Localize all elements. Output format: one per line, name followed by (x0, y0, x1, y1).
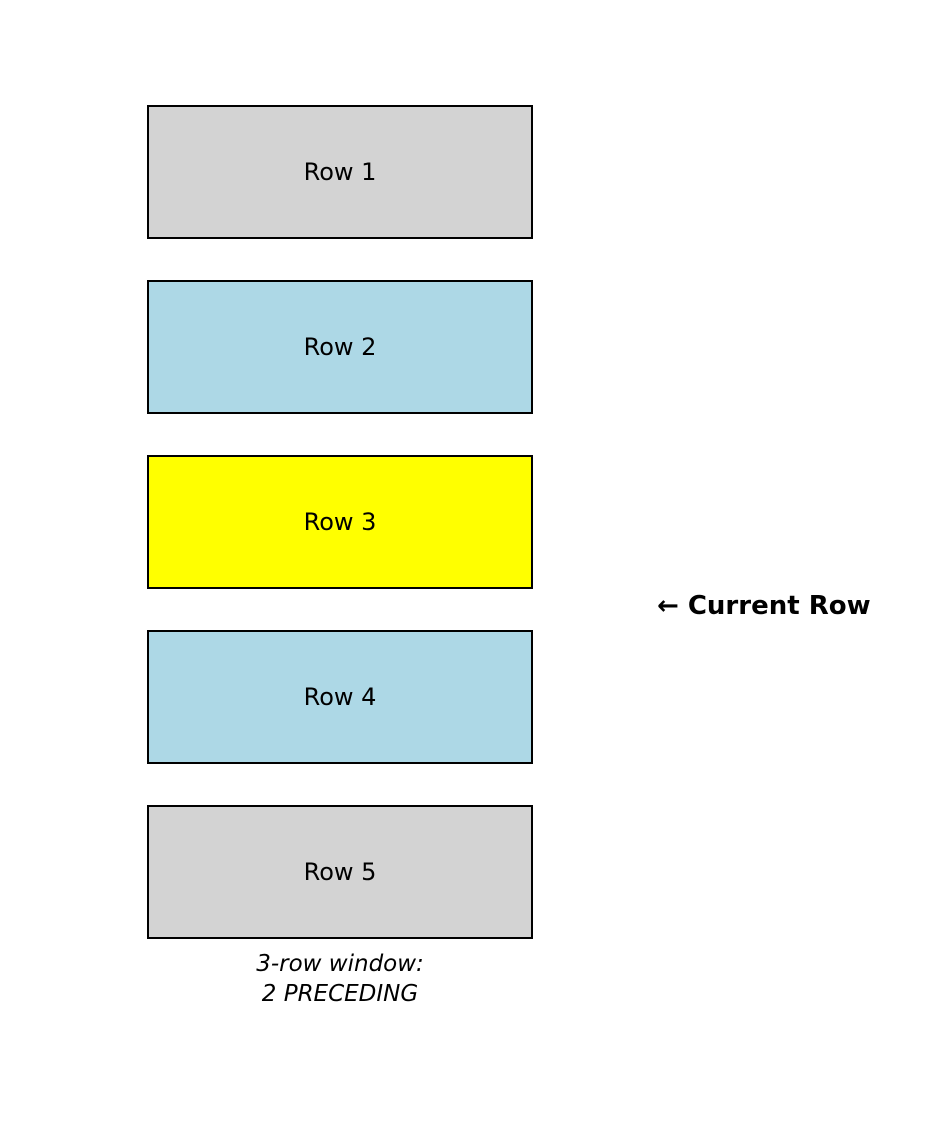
row-box-1: Row 1 (147, 105, 533, 239)
row-box-5: Row 5 (147, 805, 533, 939)
row-box-4-label: Row 4 (303, 683, 377, 711)
row-box-3-label: Row 3 (303, 508, 377, 536)
window-caption-line1: 3-row window: (256, 951, 424, 977)
row-box-1-label: Row 1 (303, 158, 377, 186)
row-box-5-label: Row 5 (303, 858, 377, 886)
current-row-annotation: ← Current Row (657, 591, 871, 621)
row-box-2: Row 2 (147, 280, 533, 414)
row-box-2-label: Row 2 (303, 333, 377, 361)
row-box-3-current: Row 3 (147, 455, 533, 589)
left-arrow-icon-and-label: ← Current Row (657, 591, 871, 621)
window-caption-line2: 2 PRECEDING (261, 981, 419, 1007)
row-box-4: Row 4 (147, 630, 533, 764)
window-caption: 3-row window: 2 PRECEDING (147, 949, 533, 1009)
